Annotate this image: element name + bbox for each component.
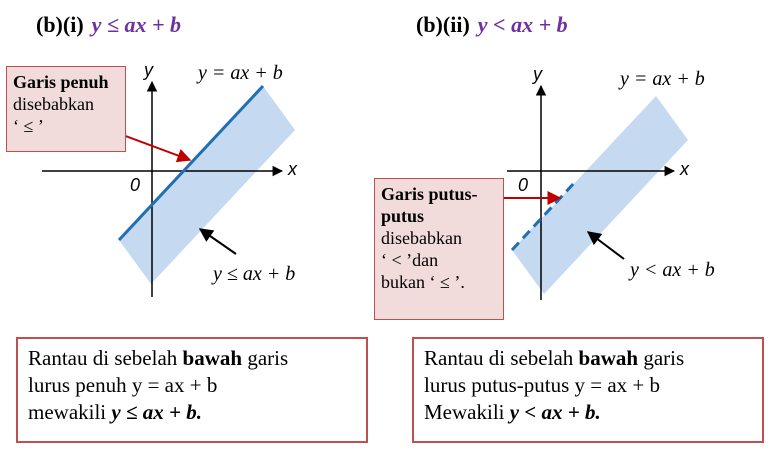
right-note-line3-pre: Mewakili (424, 400, 510, 424)
left-callout-line3: ‘ ≤ ’ (13, 116, 44, 136)
right-callout-bold1: Garis putus- (381, 184, 478, 204)
left-region-label: y ≤ ax + b (213, 263, 296, 285)
left-callout-bold: Garis penuh (13, 72, 109, 92)
right-heading-inequality: y < ax + b (477, 12, 568, 37)
right-line-equation: y = ax + b (620, 68, 705, 90)
right-x-axis-label: x (680, 159, 689, 179)
right-note-line1-pre: Rantau di sebelah (424, 346, 579, 370)
left-heading-label: (b)(i) (36, 12, 84, 37)
right-heading: (b)(ii) y < ax + b (416, 12, 568, 38)
left-callout-arrow (119, 133, 192, 163)
right-note-box: Rantau di sebelah bawah garis lurus putu… (412, 337, 764, 443)
right-callout-line4: ‘ < ’dan (381, 250, 439, 270)
left-callout-box: Garis penuh disebabkan ‘ ≤ ’ (6, 66, 126, 152)
right-heading-label: (b)(ii) (416, 12, 470, 37)
left-region-arrow (198, 228, 237, 255)
left-note-line1-post: garis (242, 346, 289, 370)
right-note-line1-bold: bawah (578, 346, 639, 370)
right-region-arrow (586, 231, 625, 260)
right-y-axis-label: y (533, 64, 542, 84)
left-note-line2: lurus penuh y = ax + b (28, 373, 218, 397)
left-note-line1-pre: Rantau di sebelah (28, 346, 183, 370)
left-shaded-region (119, 86, 295, 284)
right-note-line2: lurus putus-putus y = ax + b (424, 373, 661, 397)
right-callout-box: Garis putus- putus disebabkan ‘ < ’dan b… (374, 178, 504, 320)
left-note-line3-bold: y ≤ ax + b. (111, 400, 202, 424)
left-line-equation: y = ax + b (198, 62, 283, 84)
right-region-label: y < ax + b (630, 259, 715, 281)
right-callout-bold2: putus (381, 206, 425, 226)
left-y-axis-label: y (144, 60, 153, 80)
right-origin-label: 0 (518, 175, 529, 195)
left-heading: (b)(i) y ≤ ax + b (36, 12, 181, 38)
left-heading-inequality: y ≤ ax + b (91, 12, 182, 37)
right-note-line3-bold: y < ax + b. (509, 400, 601, 424)
right-note-line1-post: garis (638, 346, 685, 370)
left-note-line1-bold: bawah (182, 346, 243, 370)
right-callout-line5: bukan ‘ ≤ ’. (381, 272, 465, 292)
left-x-axis-label: x (288, 159, 297, 179)
right-shaded-region (512, 96, 688, 294)
left-solid-line (117, 84, 265, 242)
left-note-line3-pre: mewakili (28, 400, 112, 424)
left-callout-line2: disebabkan (13, 94, 94, 114)
right-callout-line3: disebabkan (381, 228, 462, 248)
left-note-box: Rantau di sebelah bawah garis lurus penu… (16, 337, 368, 443)
left-origin-label: 0 (130, 175, 141, 195)
